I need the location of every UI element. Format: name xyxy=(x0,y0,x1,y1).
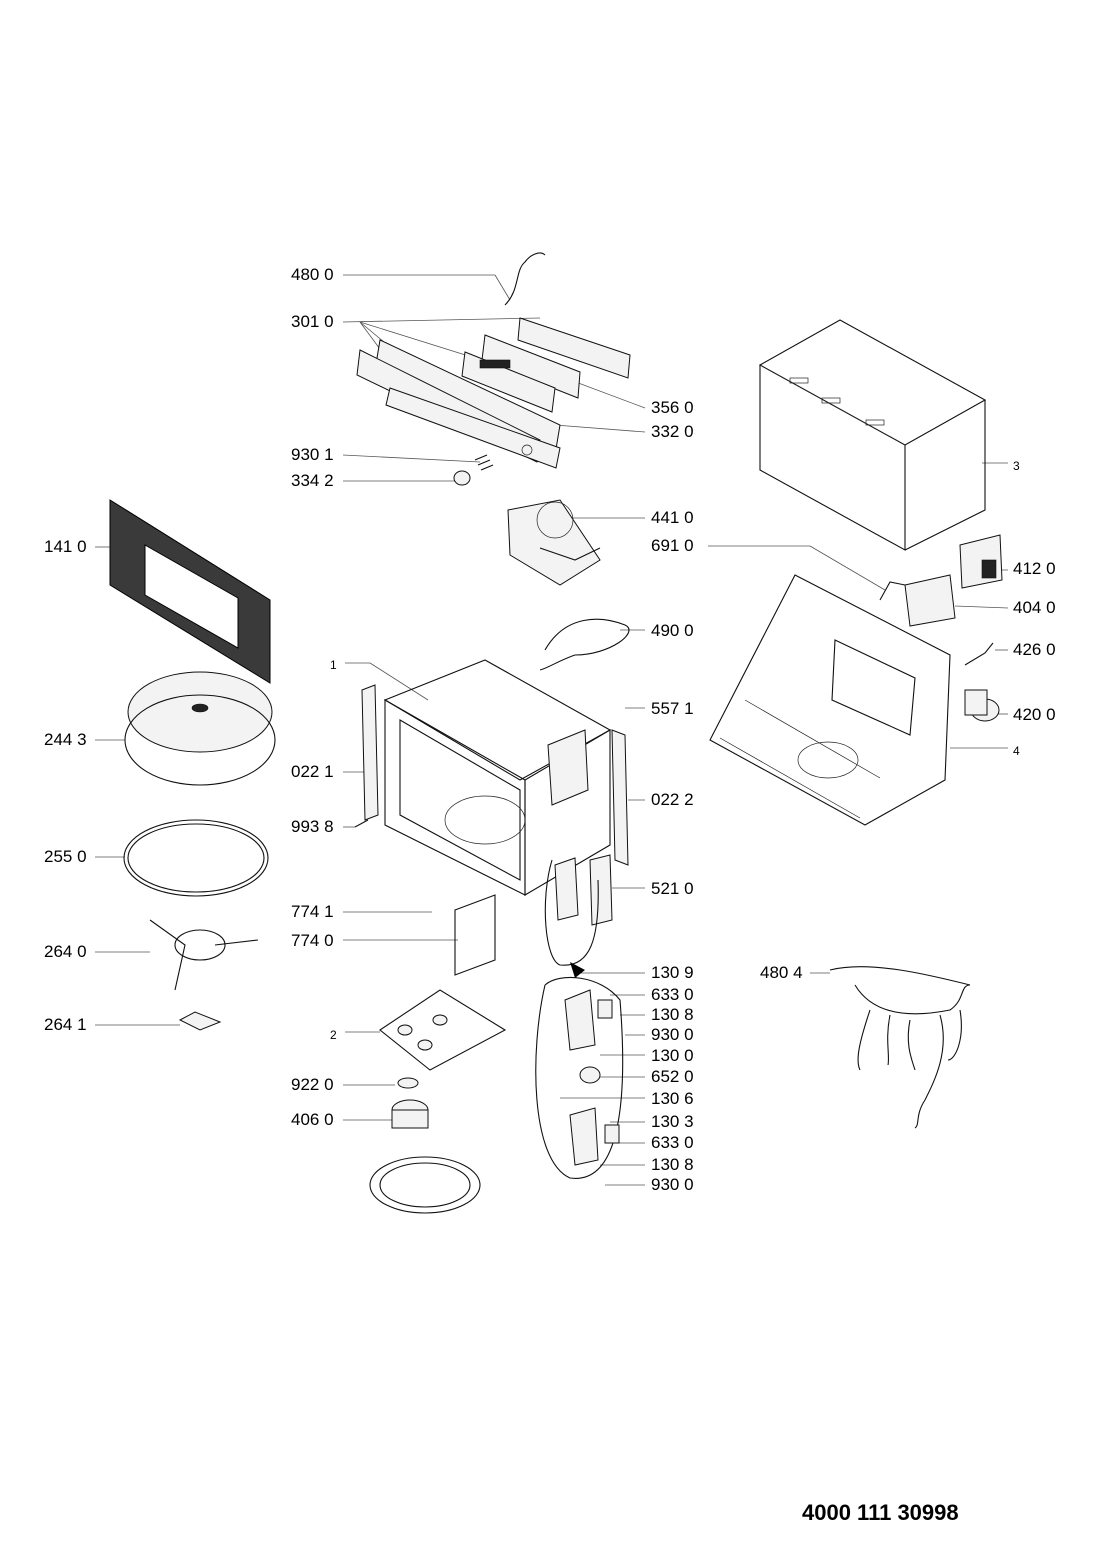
label-3: 3 xyxy=(1013,459,1020,473)
knob-and-spring xyxy=(453,454,494,486)
label-130-3: 130 3 xyxy=(651,1112,694,1131)
label-4: 4 xyxy=(1013,744,1020,758)
capacitor-420-0 xyxy=(964,689,1000,722)
control-panel-assembly xyxy=(356,317,631,469)
label-521-0: 521 0 xyxy=(651,879,694,898)
switch-detail-group xyxy=(535,976,624,1179)
label-412-0: 412 0 xyxy=(1013,559,1056,578)
label-922-0: 922 0 xyxy=(291,1075,334,1094)
label-130-9: 130 9 xyxy=(651,963,694,982)
label-332-0: 332 0 xyxy=(651,422,694,441)
bottom-plate xyxy=(379,989,507,1071)
label-1: 1 xyxy=(330,658,337,672)
label-022-2: 022 2 xyxy=(651,790,694,809)
stirrer-cover xyxy=(124,671,276,786)
cable-426-0 xyxy=(964,642,994,666)
label-356-0: 356 0 xyxy=(651,398,694,417)
glass-tray xyxy=(123,819,269,897)
label-557-1: 557 1 xyxy=(651,699,694,718)
side-bracket-left xyxy=(361,684,379,821)
label-141-0: 141 0 xyxy=(44,537,87,556)
label-2: 2 xyxy=(330,1028,337,1042)
cover-plate xyxy=(454,894,496,976)
label-130-0: 130 0 xyxy=(651,1046,694,1065)
label-264-1: 264 1 xyxy=(44,1015,87,1034)
label-406-0: 406 0 xyxy=(291,1110,334,1129)
wire-490-0 xyxy=(539,618,630,671)
door-frame xyxy=(109,499,271,684)
label-404-0: 404 0 xyxy=(1013,598,1056,617)
label-652-0: 652 0 xyxy=(651,1067,694,1086)
label-993-8: 993 8 xyxy=(291,817,334,836)
label-255-0: 255 0 xyxy=(44,847,87,866)
wire-480-0 xyxy=(504,252,546,306)
label-420-0: 420 0 xyxy=(1013,705,1056,724)
outer-cabinet xyxy=(758,319,987,551)
label-480-4: 480 4 xyxy=(760,963,803,982)
base-plate xyxy=(709,574,951,826)
transformer-and-magnetron xyxy=(879,534,1003,627)
label-930-0-b: 930 0 xyxy=(651,1175,694,1194)
roller-ring xyxy=(149,919,259,991)
document-code: 4000 111 30998 xyxy=(802,1500,959,1525)
label-633-0-a: 633 0 xyxy=(651,985,694,1004)
coupler xyxy=(178,1011,222,1031)
oven-cavity xyxy=(383,659,612,896)
label-022-1: 022 1 xyxy=(291,762,334,781)
label-774-1: 774 1 xyxy=(291,902,334,921)
label-930-0-a: 930 0 xyxy=(651,1025,694,1044)
label-480-0: 480 0 xyxy=(291,265,334,284)
label-130-6: 130 6 xyxy=(651,1089,694,1108)
wiring-harness xyxy=(829,966,971,1129)
label-130-8-b: 130 8 xyxy=(651,1155,694,1174)
label-244-3: 244 3 xyxy=(44,730,87,749)
label-334-2: 334 2 xyxy=(291,471,334,490)
label-301-0: 301 0 xyxy=(291,312,334,331)
motor-washer xyxy=(397,1077,419,1089)
switch-bracket xyxy=(544,854,613,978)
label-691-0: 691 0 xyxy=(651,536,694,555)
label-130-8-a: 130 8 xyxy=(651,1005,694,1024)
label-633-0-b: 633 0 xyxy=(651,1133,694,1152)
label-774-0: 774 0 xyxy=(291,931,334,950)
leader-lines xyxy=(95,274,1009,1186)
turntable-motor xyxy=(369,1099,481,1214)
side-bracket-right xyxy=(611,729,629,866)
screw-993-8 xyxy=(354,819,369,828)
label-264-0: 264 0 xyxy=(44,942,87,961)
label-930-1: 930 1 xyxy=(291,445,334,464)
label-490-0: 490 0 xyxy=(651,621,694,640)
label-426-0: 426 0 xyxy=(1013,640,1056,659)
fan-bracket xyxy=(507,499,601,586)
label-441-0: 441 0 xyxy=(651,508,694,527)
